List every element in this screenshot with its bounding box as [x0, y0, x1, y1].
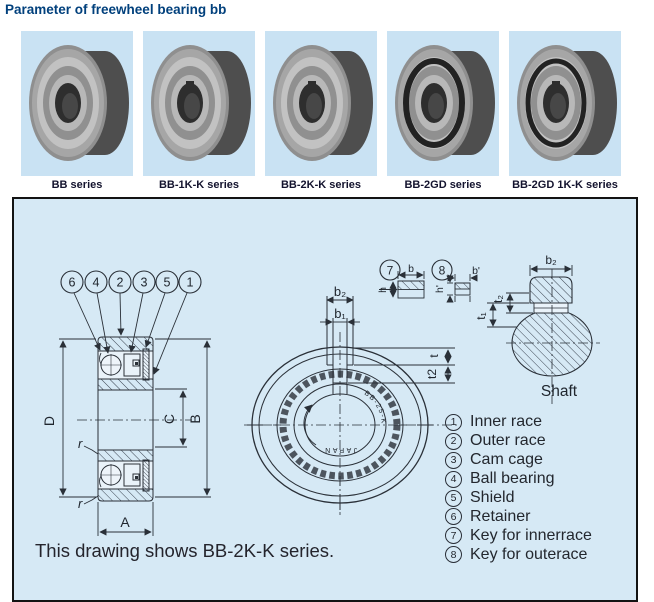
- legend-item: 8 Key for outerace: [445, 545, 592, 564]
- dim-B: B: [187, 414, 203, 423]
- dim-A: A: [120, 514, 130, 530]
- legend-number: 5: [445, 489, 462, 507]
- front-view-dimensions: [320, 296, 455, 384]
- product-photo-row: BB series BB-1K-K series BB-2K-K series: [21, 31, 621, 195]
- detail-7-number: 7: [387, 264, 394, 278]
- callout-3: 3: [141, 276, 148, 290]
- bearing-photo: [509, 31, 621, 176]
- product-label: BB-2GD 1K-K series: [512, 179, 618, 191]
- callout-4: 4: [93, 276, 100, 290]
- legend-number: 6: [445, 508, 462, 526]
- legend-label: Ball bearing: [470, 470, 555, 488]
- legend-label: Shield: [470, 489, 515, 506]
- cross-section-dimensions: [59, 338, 211, 536]
- legend-label: Key for outerace: [470, 545, 588, 563]
- cross-section-view: [77, 336, 192, 502]
- legend-label: Outer race: [470, 432, 546, 450]
- legend-number: 8: [445, 546, 462, 564]
- legend-label: Retainer: [470, 507, 531, 525]
- page-title: Parameter of freewheel bearing bb: [5, 2, 227, 17]
- dim-b-prime: b': [472, 265, 480, 277]
- shaft-label: Shaft: [541, 383, 578, 400]
- dim-t2-shaft: t₂: [491, 295, 505, 303]
- dim-r-bottom: r: [78, 496, 83, 511]
- shaft-dimensions: [487, 265, 573, 328]
- legend-item: 1 Inner race: [445, 413, 592, 432]
- callout-1: 1: [187, 276, 194, 290]
- legend-item: 3 Cam cage: [445, 451, 592, 470]
- dim-b-key: b: [408, 263, 414, 275]
- legend-item: 4 Ball bearing: [445, 470, 592, 489]
- callout-circles: 6 4 2 3 5 1: [60, 270, 202, 294]
- product-card: BB series: [21, 31, 133, 195]
- bearing-photo: [387, 31, 499, 176]
- legend-item: 6 Retainer: [445, 507, 592, 526]
- dim-t2-front: t2: [425, 369, 439, 379]
- bearing-photo: [21, 31, 133, 176]
- product-label: BB-2GD series: [404, 179, 482, 191]
- legend-item: 2 Outer race: [445, 432, 592, 451]
- legend-label: Cam cage: [470, 451, 543, 469]
- legend-number: 4: [445, 470, 462, 488]
- legend-item: 5 Shield: [445, 489, 592, 508]
- legend-number: 7: [445, 527, 462, 545]
- shaft-view: [506, 269, 600, 404]
- dim-h-prime: h': [434, 285, 446, 293]
- legend-label: Key for innerrace: [470, 526, 592, 544]
- callout-leaders: [73, 292, 188, 375]
- face-origin-text: JAPAN: [323, 446, 358, 453]
- front-view: [244, 296, 458, 515]
- callout-2: 2: [117, 276, 124, 290]
- dim-t: t: [427, 354, 441, 358]
- detail-8-number: 8: [439, 264, 446, 278]
- dim-t1-shaft: t₁: [474, 312, 488, 319]
- dim-b2-shaft: b₂: [545, 253, 557, 267]
- dim-r-top: r: [78, 436, 83, 451]
- dim-b2: b₂: [334, 284, 346, 299]
- legend-number: 1: [445, 413, 462, 431]
- product-card: BB-1K-K series: [143, 31, 255, 195]
- drawing-panel: 6 4 2 3 5 1: [12, 197, 638, 602]
- bearing-photo: [265, 31, 377, 176]
- product-card: BB-2K-K series: [265, 31, 377, 195]
- product-label: BB-1K-K series: [158, 179, 240, 191]
- callout-5: 5: [164, 276, 171, 290]
- drawing-caption: This drawing shows BB-2K-K series.: [35, 540, 335, 561]
- dim-h-key: h: [377, 287, 389, 293]
- dim-D: D: [41, 416, 57, 426]
- dim-C: C: [161, 414, 177, 424]
- legend-number: 2: [445, 432, 462, 450]
- technical-drawing: 6 4 2 3 5 1: [41, 253, 600, 536]
- detail-7: [379, 259, 425, 299]
- legend-number: 3: [445, 451, 462, 469]
- callout-6: 6: [69, 276, 76, 290]
- product-label: BB series: [51, 179, 103, 191]
- parts-legend: 1 Inner race 2 Outer race 3 Cam cage 4 B…: [445, 413, 592, 564]
- bearing-photo: [143, 31, 255, 176]
- product-card: BB-2GD series: [387, 31, 499, 195]
- detail-8: [431, 259, 478, 303]
- product-card: BB-2GD 1K-K series: [509, 31, 621, 195]
- product-label: BB-2K-K series: [280, 179, 362, 191]
- dim-b1: b₁: [334, 306, 346, 321]
- legend-label: Inner race: [470, 413, 543, 431]
- legend-item: 7 Key for innerrace: [445, 526, 592, 545]
